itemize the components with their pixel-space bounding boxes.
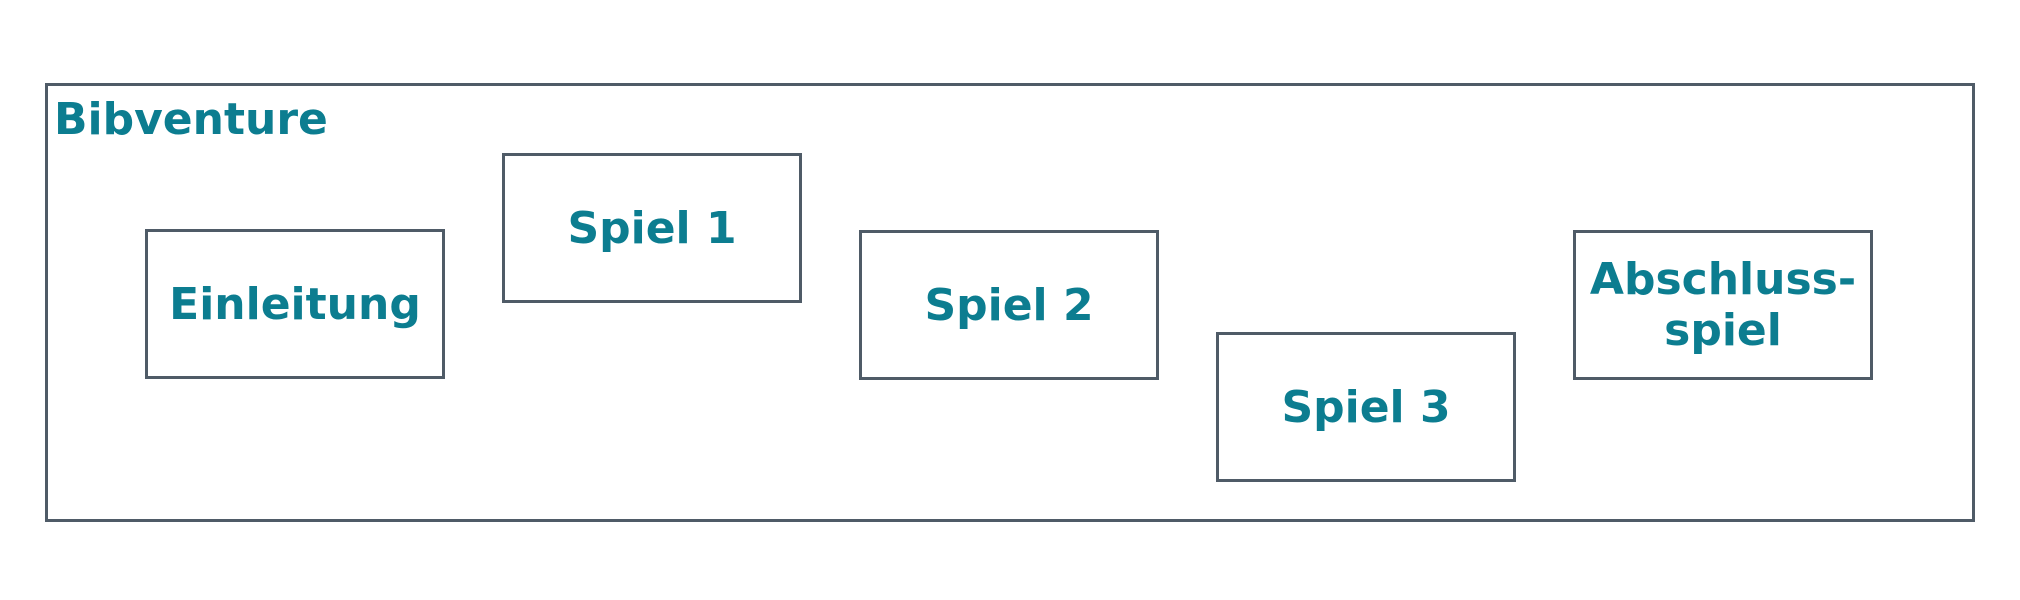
node-spiel-2[interactable]: Spiel 2: [859, 230, 1159, 380]
node-label: Abschluss- spiel: [1589, 254, 1857, 356]
container-title: Bibventure: [54, 94, 328, 145]
node-abschlussspiel[interactable]: Abschluss- spiel: [1573, 230, 1873, 380]
node-einleitung[interactable]: Einleitung: [145, 229, 445, 379]
node-label: Spiel 1: [567, 202, 737, 254]
node-label: Spiel 2: [924, 279, 1094, 331]
node-label: Spiel 3: [1281, 381, 1451, 433]
node-spiel-3[interactable]: Spiel 3: [1216, 332, 1516, 482]
node-label: Einleitung: [169, 278, 421, 330]
node-spiel-1[interactable]: Spiel 1: [502, 153, 802, 303]
